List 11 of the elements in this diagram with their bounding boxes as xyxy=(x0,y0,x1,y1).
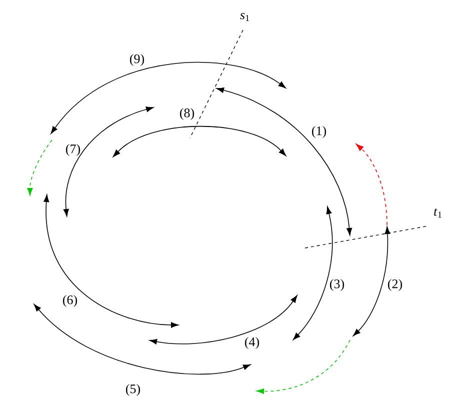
curve-label: (8) xyxy=(180,108,194,120)
curve-label: (9) xyxy=(130,54,144,66)
curve-label: s$_{1}$ xyxy=(240,12,249,21)
curve-label: (7) xyxy=(66,144,80,156)
curve-label: (2) xyxy=(388,279,402,291)
curve-label: t$_{1}$ xyxy=(434,208,442,218)
curve-label: (6) xyxy=(62,295,78,307)
curve-label: (1) xyxy=(312,126,326,138)
curve-label: (3) xyxy=(330,279,344,291)
curve-label: (5) xyxy=(126,384,140,396)
curve-label: (4) xyxy=(245,337,260,349)
